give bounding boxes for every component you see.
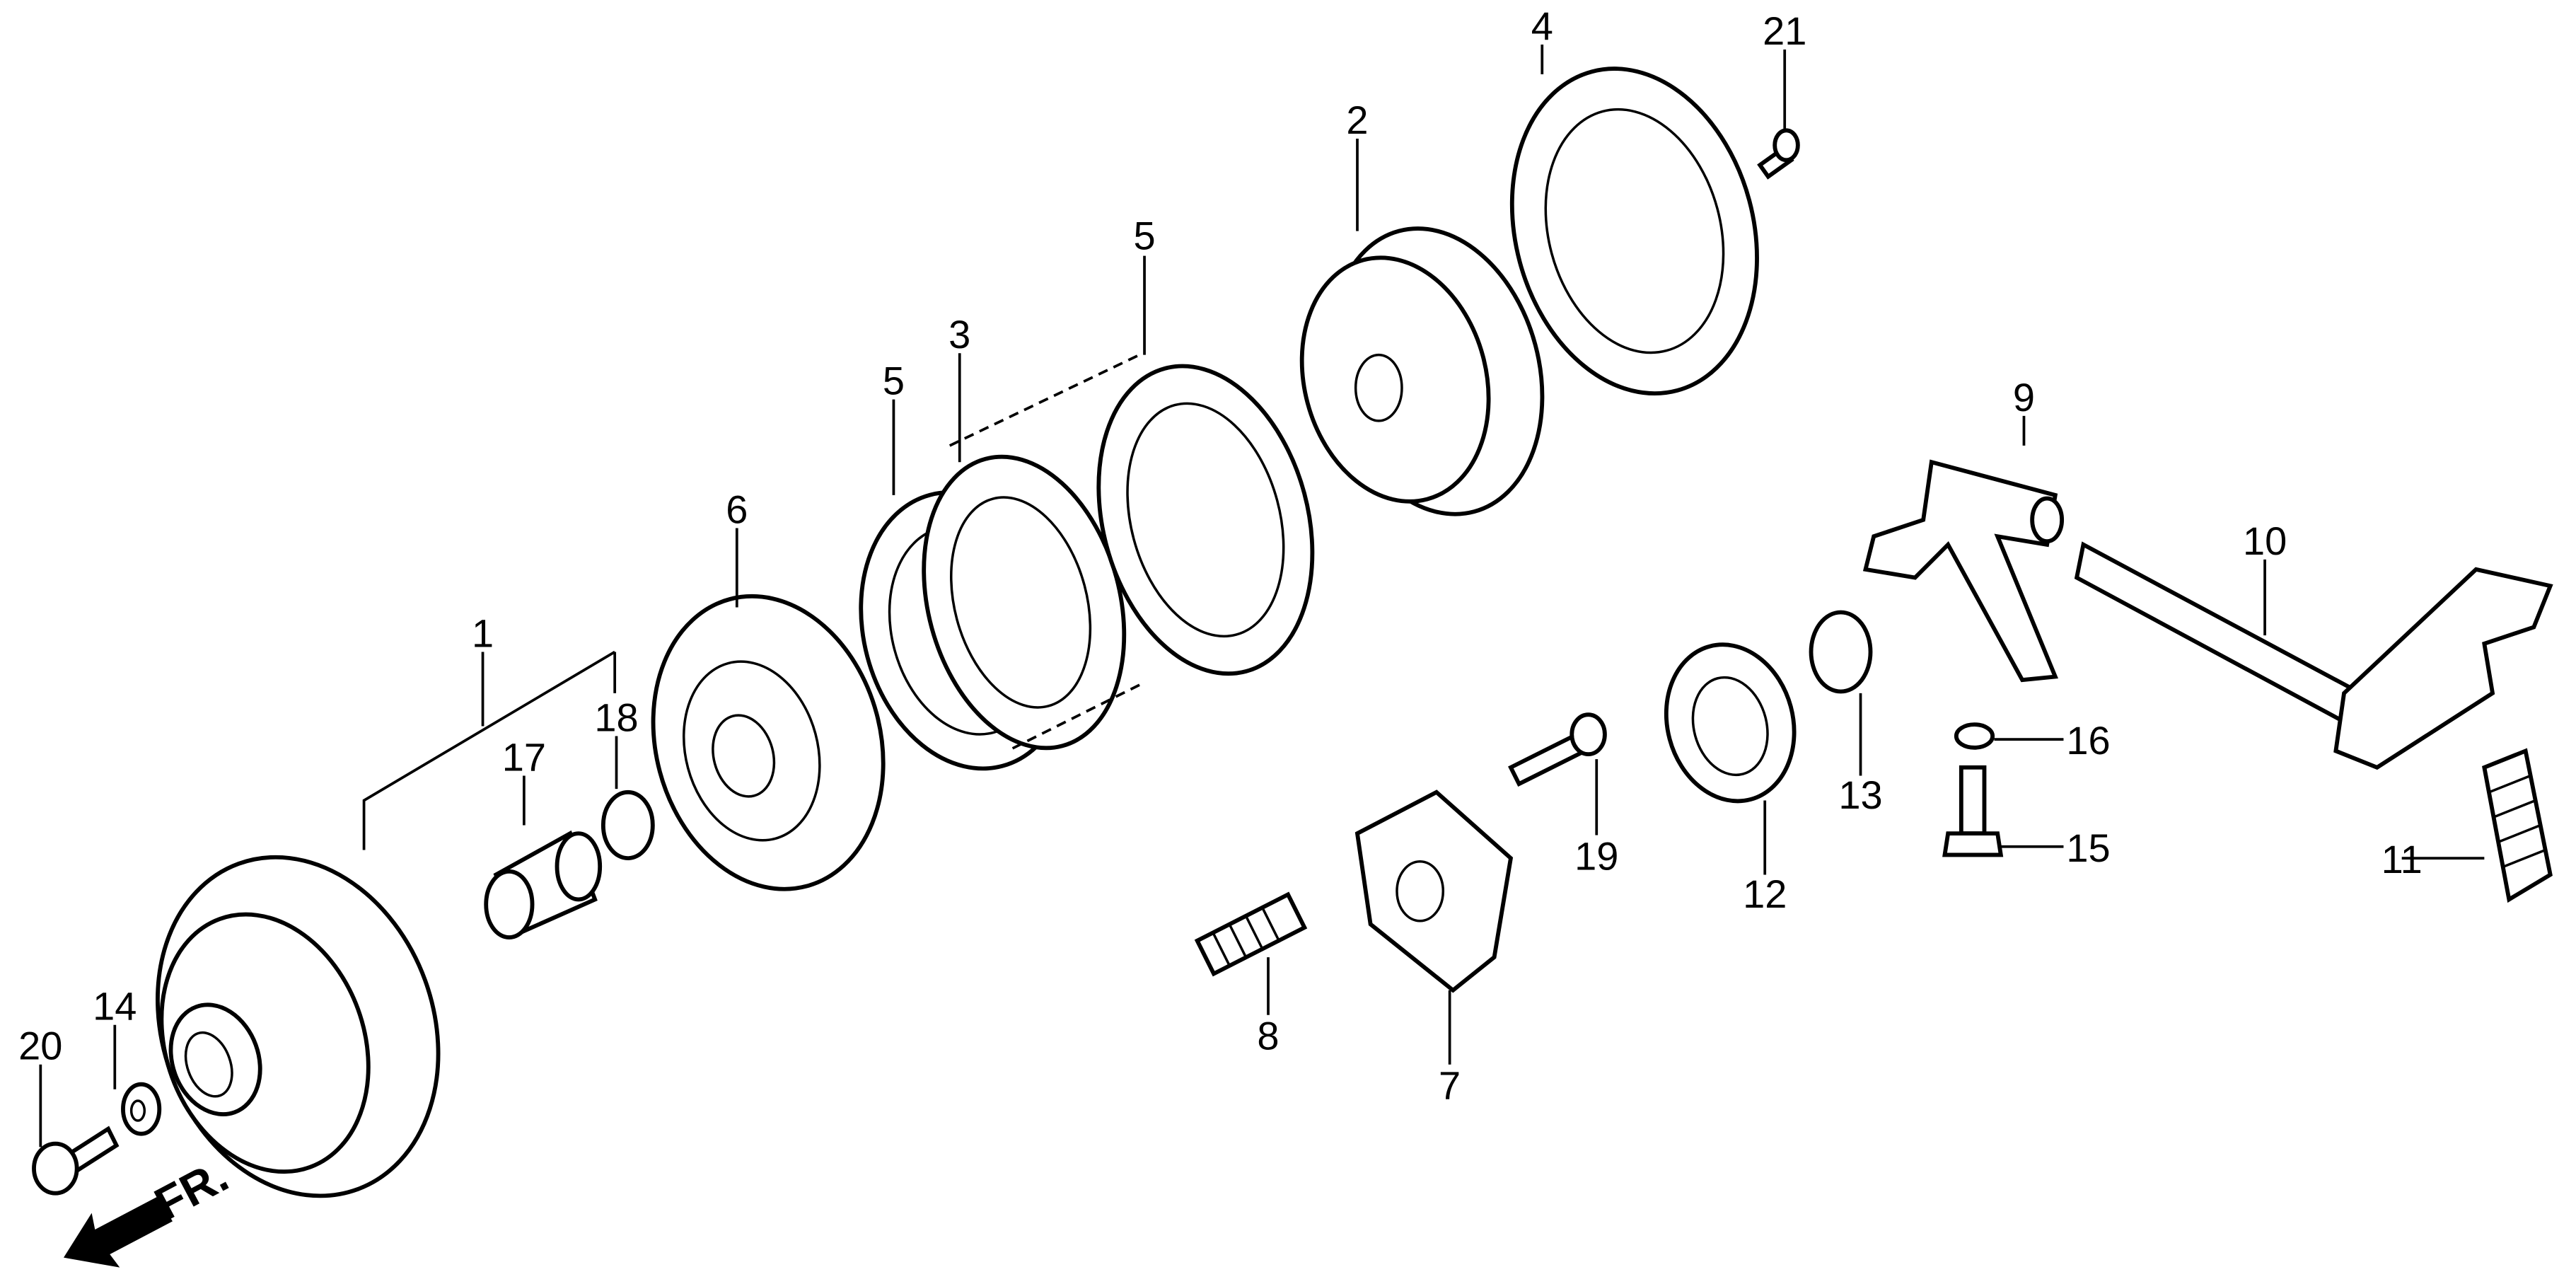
- front-direction-arrow: FR.: [63, 1150, 236, 1268]
- callout-11: 11: [2381, 837, 2423, 881]
- callout-16: 16: [2066, 718, 2110, 763]
- callout-1: 1: [472, 611, 494, 655]
- part-9-clutch-lifter-fork: [1862, 459, 2065, 683]
- callout-5-rear: 5: [1133, 213, 1155, 258]
- part-5-clutch-plate-rear: [1096, 364, 1315, 676]
- part-20-bolt: [32, 1126, 120, 1196]
- callout-labels: 1 2 3 4 5 5 6 7 8 9 10 11 12 13 14 15 16…: [18, 4, 2423, 1108]
- part-11-spring: [2482, 748, 2553, 903]
- part-12-oil-seal: [1664, 642, 1797, 804]
- callout-6: 6: [726, 487, 748, 532]
- part-19-bolt: [1508, 712, 1607, 787]
- part-14-washer: [121, 1082, 162, 1136]
- callout-20: 20: [18, 1024, 62, 1068]
- callout-7: 7: [1439, 1063, 1461, 1108]
- callout-10: 10: [2243, 519, 2287, 563]
- part-15-pin: [1942, 765, 2004, 857]
- callout-19: 19: [1574, 833, 1618, 878]
- callout-13: 13: [1838, 773, 1882, 817]
- part-2-clutch-hub: [1299, 226, 1545, 516]
- callout-9: 9: [2013, 375, 2035, 420]
- part-10-lifter-shaft: [2074, 541, 2553, 770]
- callout-8: 8: [1257, 1014, 1279, 1058]
- callout-17: 17: [502, 734, 546, 779]
- part-1-clutch-drum: [156, 855, 441, 1198]
- part-16-washer: [1954, 722, 1995, 750]
- leader-lines: [39, 44, 2485, 1147]
- part-17-bearing: [484, 830, 603, 940]
- callout-2: 2: [1346, 98, 1368, 142]
- callout-15: 15: [2066, 826, 2110, 870]
- part-4-cover: [1509, 66, 1759, 396]
- part-21-bolt: [1757, 128, 1800, 180]
- callout-4: 4: [1531, 4, 1553, 48]
- callout-5-front: 5: [883, 359, 905, 403]
- part-8-spring: [1194, 891, 1308, 977]
- callout-18: 18: [594, 695, 638, 739]
- callout-3: 3: [948, 312, 970, 357]
- callout-14: 14: [93, 984, 137, 1029]
- part-7-lifter-plate: [1354, 790, 1514, 993]
- callout-12: 12: [1743, 872, 1787, 916]
- part-18-circlip: [601, 790, 655, 861]
- part-6-plate: [651, 594, 886, 891]
- part-13-circlip: [1809, 610, 1873, 694]
- callout-21: 21: [1763, 8, 1806, 53]
